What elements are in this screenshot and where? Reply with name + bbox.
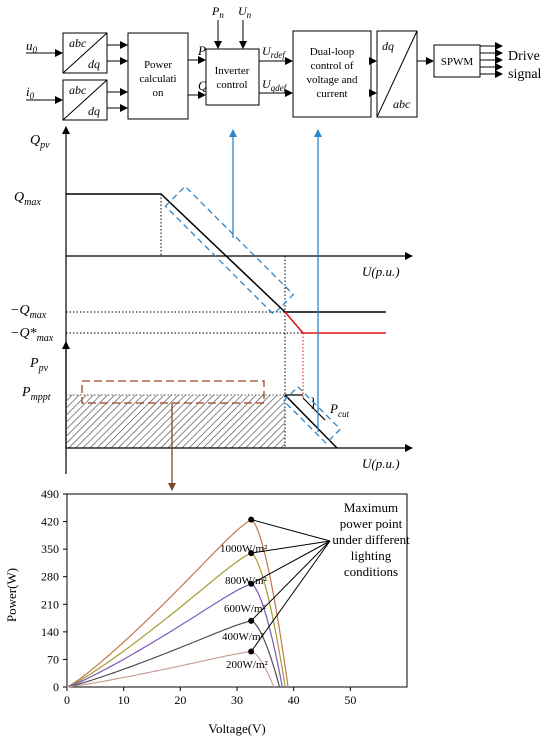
svg-text:on: on xyxy=(153,87,165,99)
pmppt-label: Pmppt xyxy=(21,385,51,403)
drive-signal-label-2: signal xyxy=(508,67,542,82)
x-tick-label-0: 0 xyxy=(64,693,70,707)
drive-signal-arrows xyxy=(480,42,503,78)
series-curve-4 xyxy=(66,650,275,688)
input-u0: u0 xyxy=(26,38,38,55)
dual-loop-control-block: Dual-loop control of voltage and current xyxy=(292,30,372,118)
y-ticks: 0 70 140 210 280 350 420 490 xyxy=(41,487,67,694)
p-x-label: U(p.u.) xyxy=(362,456,400,471)
svg-text:abc: abc xyxy=(69,36,87,50)
signal-Uqdef: Uqdef xyxy=(262,77,288,93)
x-ticks: 0 10 20 30 40 50 xyxy=(64,687,356,707)
x-tick-label-3: 30 xyxy=(231,693,243,707)
y-tick-label-4: 280 xyxy=(41,570,59,584)
x-tick-label-2: 20 xyxy=(174,693,186,707)
y-tick-label-6: 420 xyxy=(41,515,59,529)
abc-dq-transform-top: abc dq xyxy=(62,32,108,74)
svg-text:dq: dq xyxy=(88,57,100,71)
inverter-control-block: Inverter control xyxy=(205,48,260,106)
dq-abc-transform: dq abc xyxy=(376,30,418,118)
x-axis-label: Voltage(V) xyxy=(208,721,266,736)
svg-text:current: current xyxy=(316,88,347,100)
series-layer xyxy=(66,516,289,688)
series-label-3: 400W/m² xyxy=(222,631,264,643)
series-curve-3 xyxy=(66,620,281,688)
signal-Urdef: Urdef xyxy=(262,44,286,60)
svg-text:abc: abc xyxy=(393,97,411,111)
q-modified-characteristic xyxy=(284,311,386,334)
annotation-leader-3 xyxy=(250,540,331,622)
x-tick-label-4: 40 xyxy=(288,693,300,707)
hatched-power-area xyxy=(66,395,285,448)
series-label-4: 200W/m² xyxy=(226,659,268,671)
neg-qstar-max-label: −Q*max xyxy=(10,326,54,344)
svg-text:abc: abc xyxy=(69,83,87,97)
y-tick-label-0: 0 xyxy=(53,680,59,694)
qmax-label: Qmax xyxy=(14,190,41,208)
svg-text:dq: dq xyxy=(88,104,100,118)
annotation-line-1: power point xyxy=(340,516,403,531)
series-label-1: 800W/m² xyxy=(225,575,267,587)
signal-Pn: Pn xyxy=(211,4,224,20)
signal-Un: Un xyxy=(238,4,252,20)
svg-text:SPWM: SPWM xyxy=(441,56,474,68)
x-tick-label-1: 10 xyxy=(118,693,130,707)
annotation-line-0: Maximum xyxy=(344,500,398,515)
mppt-region-box xyxy=(81,380,265,404)
svg-text:Inverter: Inverter xyxy=(215,65,250,77)
neg-qmax-label: −Qmax xyxy=(10,303,47,321)
series-label-0: 1000W/m² xyxy=(220,543,268,555)
svg-text:calculati: calculati xyxy=(139,73,176,85)
pcut-brace: } xyxy=(310,396,317,411)
signal-P: P xyxy=(197,43,206,58)
annotation-line-2: under different xyxy=(332,532,410,547)
annotation-line-3: lighting xyxy=(351,548,392,563)
series-curve-2 xyxy=(66,583,283,688)
p-voltage-plot: Ppv Pmppt U(p.u.) } Pcut xyxy=(21,129,413,491)
signal-Q: Q xyxy=(198,78,208,93)
drive-signal-label: Drive xyxy=(508,49,540,64)
input-i0: i0 xyxy=(26,84,35,101)
y-tick-label-3: 210 xyxy=(41,597,59,611)
q-characteristic-line xyxy=(66,193,386,313)
y-tick-label-1: 70 xyxy=(47,652,59,666)
slope-highlight-box xyxy=(164,185,295,316)
pcut-label: Pcut xyxy=(329,401,349,419)
q-x-label: U(p.u.) xyxy=(362,264,400,279)
series-curve-1 xyxy=(66,552,286,688)
annotation-leader-1 xyxy=(251,540,331,554)
annotation-leader-0 xyxy=(251,519,331,542)
svg-text:voltage and: voltage and xyxy=(306,74,358,86)
x-tick-label-5: 50 xyxy=(344,693,356,707)
abc-dq-transform-bottom: abc dq xyxy=(62,79,108,121)
p-axis-label: Ppv xyxy=(29,356,49,374)
svg-text:control: control xyxy=(216,79,247,91)
spwm-block: SPWM xyxy=(433,44,481,78)
series-curve-0 xyxy=(66,518,289,688)
svg-text:dq: dq xyxy=(382,39,394,53)
svg-text:Power: Power xyxy=(144,59,172,71)
svg-text:Dual-loop: Dual-loop xyxy=(310,46,355,58)
power-calculation-block: Power calculati on xyxy=(127,32,189,120)
annotation-leader-2 xyxy=(250,540,331,585)
series-label-2: 600W/m² xyxy=(224,603,266,615)
y-tick-label-7: 490 xyxy=(41,487,59,501)
q-axis-label: Qpv xyxy=(30,133,50,151)
y-tick-label-2: 140 xyxy=(41,625,59,639)
block-diagram: u0 i0 abc dq abc dq Power calculati on P xyxy=(26,4,542,121)
pv-curve-chart: 0 70 140 210 280 350 420 490 0 10 20 30 40 50 1000W/… xyxy=(4,487,410,736)
annotation-leader-4 xyxy=(250,540,331,652)
y-tick-label-5: 350 xyxy=(41,542,59,556)
y-axis-label: Power(W) xyxy=(4,568,19,622)
svg-text:control of: control of xyxy=(310,60,353,72)
annotation-line-4: conditions xyxy=(344,564,398,579)
